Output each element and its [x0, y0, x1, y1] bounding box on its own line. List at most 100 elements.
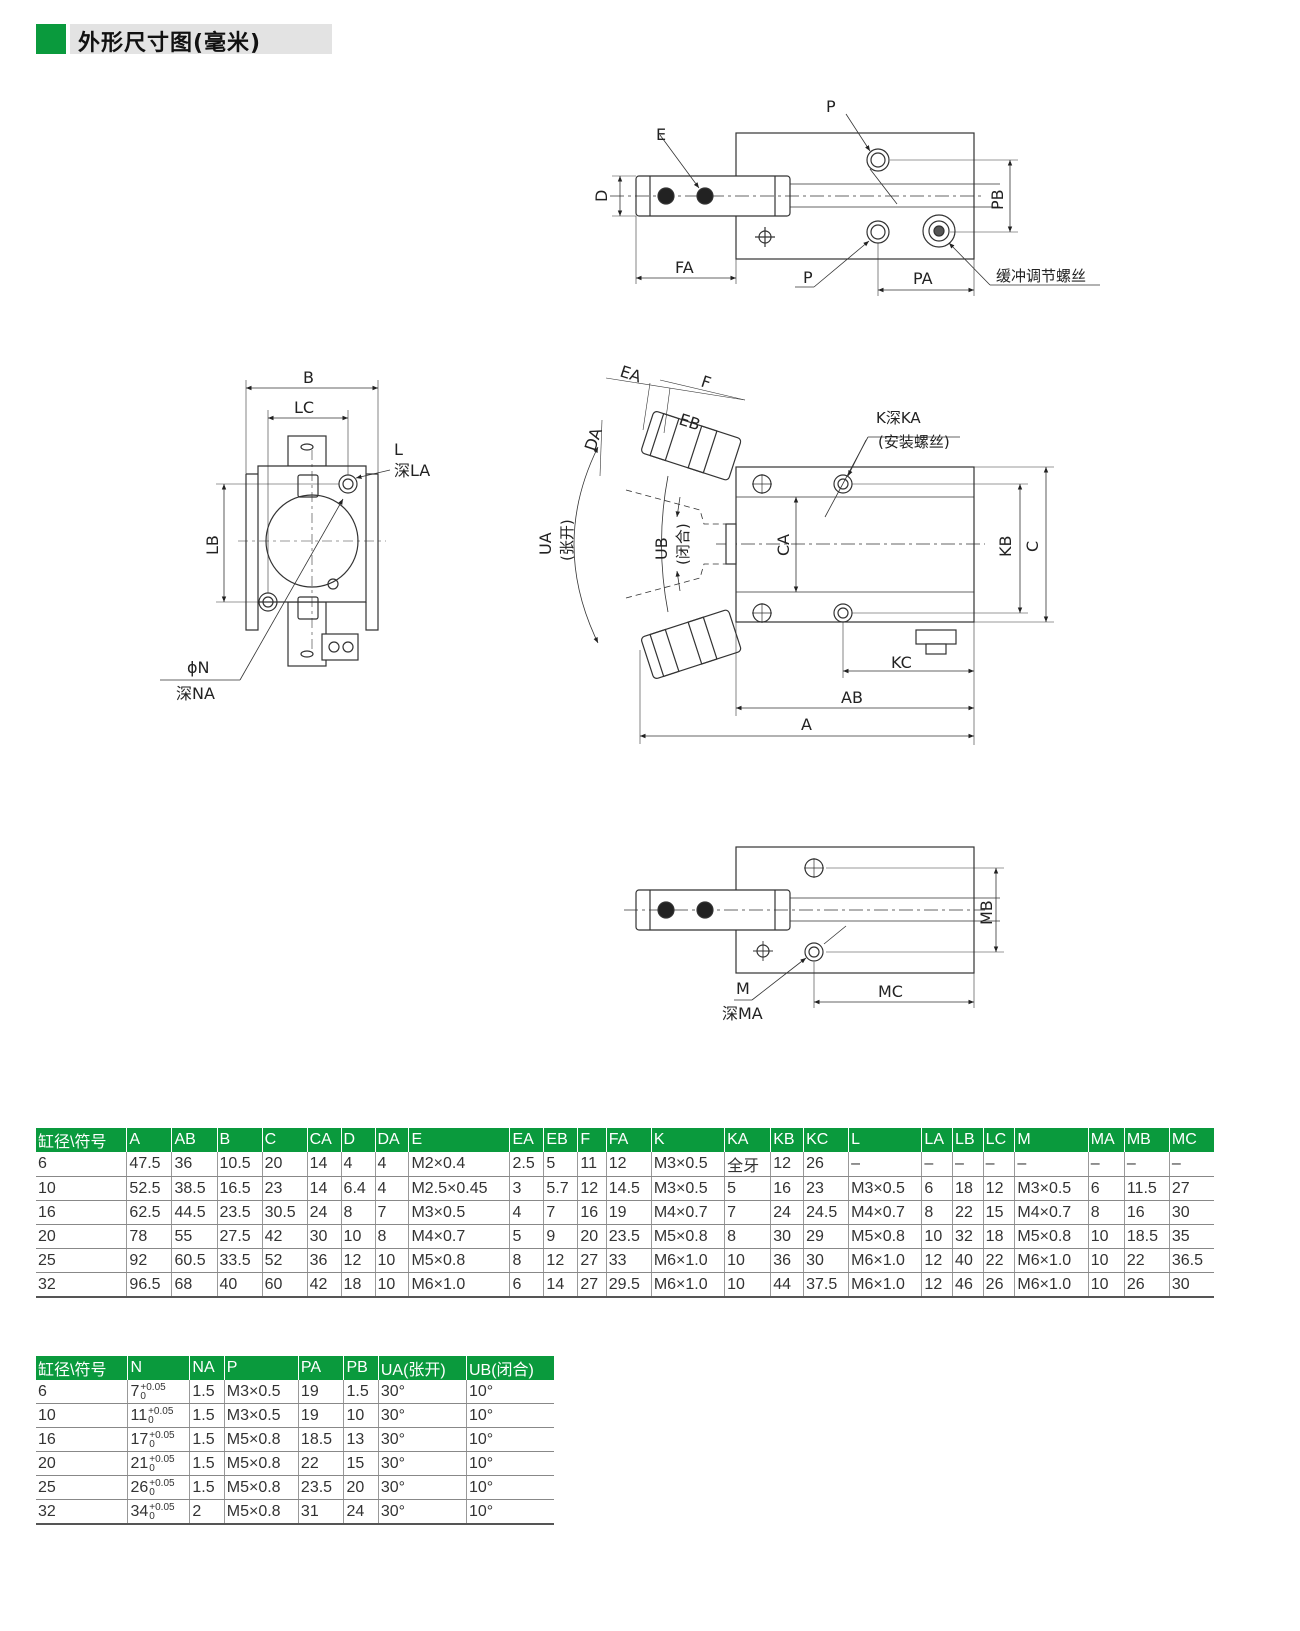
table-cell: M2.5×0.45 — [408, 1176, 511, 1201]
table-cell: 5 — [509, 1224, 545, 1249]
table-cell: 25 — [36, 1475, 129, 1500]
table-header-cell: P — [224, 1356, 299, 1380]
table-header-cell: E — [408, 1128, 511, 1152]
top-view — [610, 113, 1100, 296]
table-cell: 68 — [171, 1272, 218, 1298]
table-cell: 1.5 — [189, 1451, 225, 1476]
table-cell: 6 — [36, 1152, 128, 1177]
table-header-cell: MA — [1088, 1128, 1125, 1152]
table-cell: M6×1.0 — [1014, 1272, 1089, 1298]
table-cell: 52 — [262, 1248, 308, 1273]
table-header-cell: UA(张开) — [378, 1356, 467, 1380]
table-cell: 10° — [466, 1475, 554, 1500]
table-cell: M3×0.5 — [224, 1403, 299, 1428]
table-cell: 30 — [1169, 1200, 1214, 1225]
table-cell: 16 — [577, 1200, 607, 1225]
label-main-UA: UA — [536, 532, 555, 555]
table-cell: 60.5 — [171, 1248, 218, 1273]
table-cell: – — [1088, 1152, 1125, 1177]
table-cell: 32 — [36, 1499, 129, 1525]
table-cell: M5×0.8 — [651, 1224, 726, 1249]
table-cell: M6×1.0 — [848, 1248, 923, 1273]
table-cell: – — [848, 1152, 923, 1177]
table-cell: 14.5 — [606, 1176, 652, 1201]
table-cell: 1.5 — [189, 1403, 225, 1428]
table-cell: 15 — [983, 1200, 1016, 1225]
table-cell: 10 — [375, 1272, 410, 1298]
section-header: 外形尺寸图(毫米) — [36, 24, 332, 56]
table-cell: 12 — [983, 1176, 1016, 1201]
table-cell: 4 — [341, 1152, 376, 1177]
table-cell: 1.5 — [189, 1380, 225, 1404]
table-cell: 30 — [307, 1224, 342, 1249]
table-cell: M4×0.7 — [848, 1200, 923, 1225]
table-cell: M2×0.4 — [408, 1152, 511, 1177]
table-cell: 36 — [307, 1248, 342, 1273]
table-cell: 6 — [36, 1380, 129, 1404]
table-cell: M5×0.8 — [224, 1499, 299, 1525]
table-header-cell: LC — [983, 1128, 1016, 1152]
table-cell: 8 — [341, 1200, 376, 1225]
table-cell: 36 — [770, 1248, 805, 1273]
label-main-KC: KC — [891, 653, 912, 672]
label-main-EA: EA — [618, 362, 644, 387]
table-cell: 55 — [171, 1224, 218, 1249]
table-cell: 22 — [952, 1200, 984, 1225]
side-view — [160, 380, 391, 681]
table-cell: M4×0.7 — [651, 1200, 726, 1225]
table-cell: 30° — [378, 1451, 467, 1476]
table-cell: 23.5 — [298, 1475, 345, 1500]
table-cell: M5×0.8 — [408, 1248, 511, 1273]
table-cell: M5×0.8 — [224, 1451, 299, 1476]
table-cell: 96.5 — [126, 1272, 173, 1298]
bottom-view — [624, 846, 1004, 1008]
table-cell: 16 — [36, 1427, 129, 1452]
table-header-cell: M — [1014, 1128, 1089, 1152]
table-header-cell: DA — [375, 1128, 410, 1152]
table-cell: 14 — [307, 1176, 342, 1201]
table-cell: 8 — [509, 1248, 545, 1273]
table-header-cell: B — [217, 1128, 263, 1152]
table-cell: M3×0.5 — [651, 1176, 726, 1201]
table-cell: 78 — [126, 1224, 173, 1249]
table-cell: 44 — [770, 1272, 805, 1298]
table-cell: 27 — [577, 1272, 607, 1298]
table-cell: 27 — [577, 1248, 607, 1273]
table-cell: 18 — [952, 1176, 984, 1201]
table-header-cell: FA — [606, 1128, 652, 1152]
table-header-cell: AB — [171, 1128, 218, 1152]
table-header-cell: MB — [1124, 1128, 1170, 1152]
label-side-LA: 深LA — [394, 461, 430, 480]
table-cell: M6×1.0 — [651, 1272, 726, 1298]
table-cell: 16 — [1124, 1200, 1170, 1225]
table-cell: 60 — [262, 1272, 308, 1298]
table-cell: 10 — [1088, 1272, 1125, 1298]
label-top-E: E — [656, 125, 666, 144]
table-header-cell: NA — [189, 1356, 225, 1380]
table-cell: 92 — [126, 1248, 173, 1273]
table-cell: 10° — [466, 1499, 554, 1525]
table-cell: 18.5 — [1124, 1224, 1170, 1249]
table-cell: 15 — [343, 1451, 379, 1476]
table-cell: 32 — [952, 1224, 984, 1249]
table-cell: 18.5 — [298, 1427, 345, 1452]
table-cell: M6×1.0 — [1014, 1248, 1089, 1273]
table-cell: 1.5 — [189, 1475, 225, 1500]
table-cell: 13 — [343, 1427, 379, 1452]
table-cell: 35 — [1169, 1224, 1214, 1249]
table-cell: 5 — [543, 1152, 579, 1177]
table-cell: 10 — [1088, 1248, 1125, 1273]
header-green-block — [36, 24, 66, 54]
table-cell: 24 — [343, 1499, 379, 1525]
table-cell: 11.5 — [1124, 1176, 1170, 1201]
table-cell: M3×0.5 — [408, 1200, 511, 1225]
table-cell: 20 — [36, 1224, 128, 1249]
